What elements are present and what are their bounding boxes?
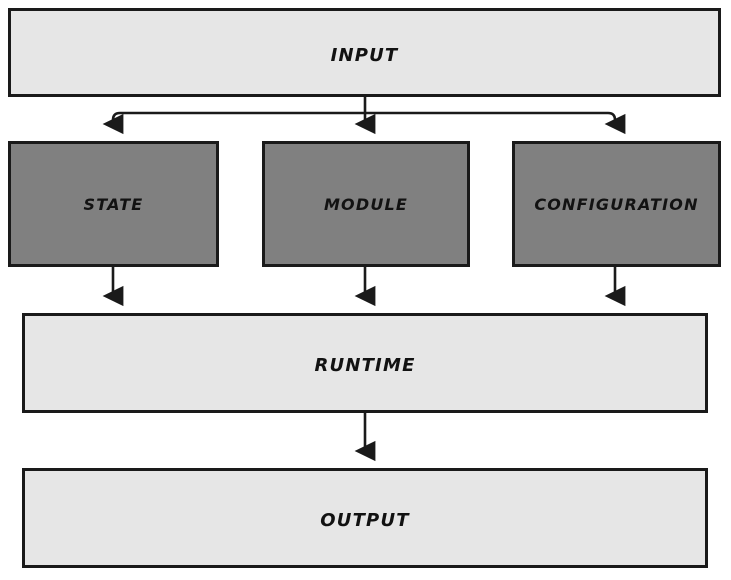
node-configuration[interactable]: Configuration [512, 141, 721, 267]
node-state[interactable]: State [8, 141, 219, 267]
node-input[interactable]: Input [8, 8, 721, 97]
edge-input-to-state [102, 97, 367, 135]
node-runtime[interactable]: Runtime [22, 313, 708, 413]
node-module-label: Module [323, 190, 409, 217]
node-output-label: Output [320, 503, 410, 532]
node-input-label: Input [330, 37, 399, 67]
node-module[interactable]: Module [262, 141, 470, 267]
edge-input-to-configuration [365, 111, 626, 135]
node-output[interactable]: Output [22, 468, 708, 568]
node-runtime-label: Runtime [314, 348, 416, 377]
node-configuration-label: Configuration [534, 190, 699, 217]
node-state-label: State [83, 190, 144, 217]
